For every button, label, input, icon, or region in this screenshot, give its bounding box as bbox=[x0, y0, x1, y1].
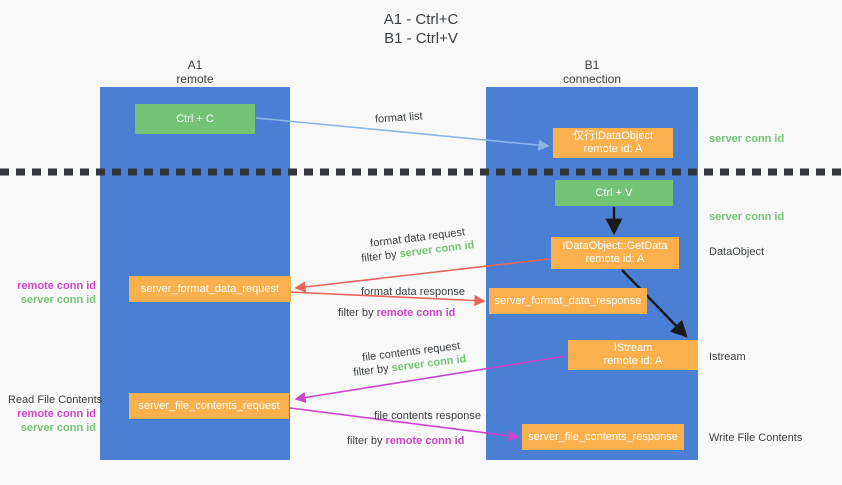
node-getdata-line1: IDataObject::GetData bbox=[562, 240, 668, 252]
node-server-file-contents-response-label: server_file_contents_response bbox=[528, 430, 678, 443]
node-idataobject-copy[interactable]: 仅行IDataObject remote id: A bbox=[553, 128, 673, 158]
arrow-label-format-list: format list bbox=[374, 110, 424, 126]
left-annotation-server-conn-id-1: server conn id bbox=[20, 294, 96, 306]
filter-by-text-4: filter by bbox=[347, 435, 386, 447]
side-label-dataobject: DataObject bbox=[709, 246, 765, 258]
left-annotation-server-conn-id-2: server conn id bbox=[20, 422, 96, 434]
lane-a-role: remote bbox=[176, 72, 214, 86]
side-label-server-conn-id-top: server conn id bbox=[709, 133, 785, 145]
left-annotation-format: remote conn id server conn id bbox=[8, 279, 96, 307]
side-label-istream: Istream bbox=[709, 351, 746, 363]
node-ctrl-v[interactable]: Ctrl + V bbox=[555, 180, 673, 206]
node-ctrl-c-label: Ctrl + C bbox=[176, 112, 214, 125]
node-ctrl-c[interactable]: Ctrl + C bbox=[135, 104, 255, 134]
node-idataobject-copy-line2: remote id: A bbox=[583, 143, 643, 155]
node-getdata[interactable]: IDataObject::GetData remote id: A bbox=[551, 237, 679, 269]
left-annotation-file: Read File Contents remote conn id server… bbox=[8, 393, 103, 435]
arrow-label-format-data-response: format data response bbox=[361, 286, 465, 298]
node-getdata-line2: remote id: A bbox=[585, 253, 645, 265]
page-title: A1 - Ctrl+C B1 - Ctrl+V bbox=[0, 10, 842, 48]
lane-a-header: A1 remote bbox=[100, 58, 290, 86]
node-server-format-data-response-label: server_format_data_response bbox=[494, 294, 642, 307]
node-server-format-data-request-label: server_format_data_request bbox=[140, 282, 280, 295]
left-annotation-remote-conn-id-1: remote conn id bbox=[17, 280, 96, 292]
filter-by-text-2: filter by bbox=[338, 307, 377, 319]
node-istream-line1: IStream bbox=[613, 342, 653, 354]
node-server-format-data-request[interactable]: server_format_data_request bbox=[129, 276, 291, 302]
filter-remote-conn-id-2: remote conn id bbox=[385, 435, 465, 447]
title-line-1: A1 - Ctrl+C bbox=[383, 11, 459, 28]
node-istream[interactable]: IStream remote id: A bbox=[568, 340, 698, 370]
node-istream-line2: remote id: A bbox=[603, 355, 663, 367]
arrow-label-format-data-response-filter: filter by remote conn id bbox=[338, 306, 455, 321]
lane-a-name: A1 bbox=[187, 58, 203, 72]
lane-b-name: B1 bbox=[584, 58, 600, 72]
lane-b-header: B1 connection bbox=[486, 58, 698, 86]
node-server-file-contents-request[interactable]: server_file_contents_request bbox=[129, 393, 289, 419]
side-label-server-conn-id-mid: server conn id bbox=[709, 211, 785, 223]
node-server-format-data-response[interactable]: server_format_data_response bbox=[489, 288, 647, 314]
node-server-file-contents-request-label: server_file_contents_request bbox=[138, 399, 280, 412]
filter-remote-conn-id-1: remote conn id bbox=[376, 307, 456, 319]
side-label-write-file-contents: Write File Contents bbox=[709, 432, 803, 444]
title-line-2: B1 - Ctrl+V bbox=[384, 30, 458, 47]
left-annotation-read-file-contents: Read File Contents bbox=[8, 394, 103, 406]
filter-by-text-3: filter by bbox=[352, 362, 393, 379]
arrow-label-file-contents-response-filter: filter by remote conn id bbox=[347, 434, 464, 449]
node-idataobject-copy-line1: 仅行IDataObject bbox=[572, 130, 654, 142]
lane-b-role: connection bbox=[562, 72, 622, 86]
left-annotation-remote-conn-id-2: remote conn id bbox=[17, 408, 96, 420]
node-ctrl-v-label: Ctrl + V bbox=[595, 186, 633, 199]
arrow-label-file-contents-response: file contents response bbox=[374, 410, 482, 422]
filter-by-text-1: filter by bbox=[360, 248, 401, 265]
node-server-file-contents-response[interactable]: server_file_contents_response bbox=[522, 424, 684, 450]
